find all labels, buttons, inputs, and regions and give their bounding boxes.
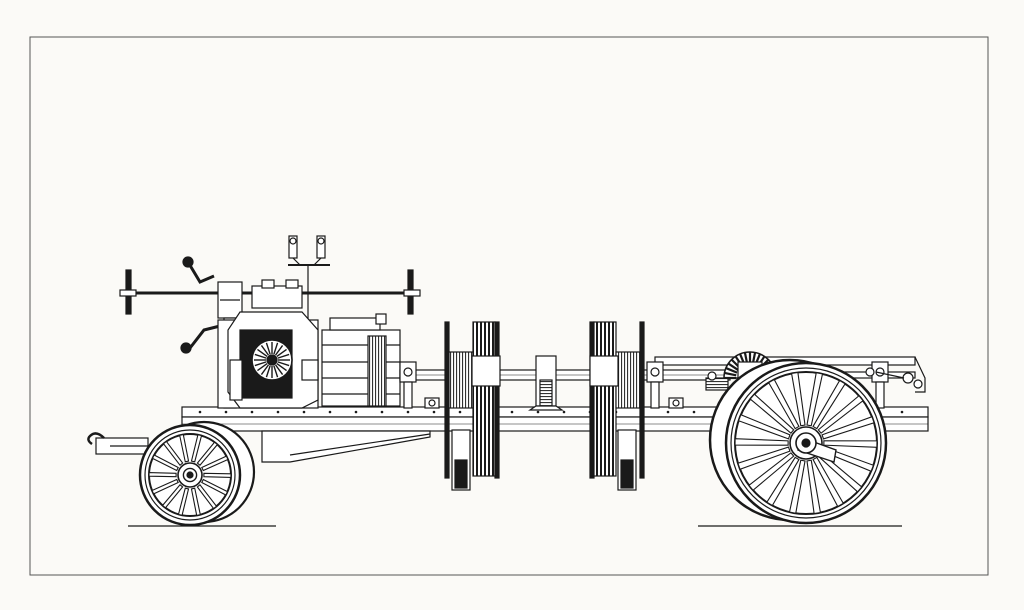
crank-handle-top <box>182 256 215 284</box>
tow-hook <box>87 432 149 455</box>
drawing-frame <box>29 36 989 576</box>
engine-block <box>217 311 319 409</box>
chassis-assembly <box>87 235 929 527</box>
gear-drum-rear <box>589 321 645 479</box>
frame-brace <box>261 430 431 463</box>
chain-linkage <box>705 367 923 391</box>
spoked-wheel-icon <box>138 423 242 527</box>
brake-hangers <box>451 429 637 491</box>
shaft-coupling <box>528 355 564 411</box>
flywheel-icon <box>251 339 293 381</box>
shaft-bearings <box>399 361 889 409</box>
gear-drum-front <box>444 321 501 479</box>
water-tank <box>321 313 401 407</box>
spoked-wheel-icon <box>724 361 888 525</box>
crank-handle-side <box>180 324 221 354</box>
